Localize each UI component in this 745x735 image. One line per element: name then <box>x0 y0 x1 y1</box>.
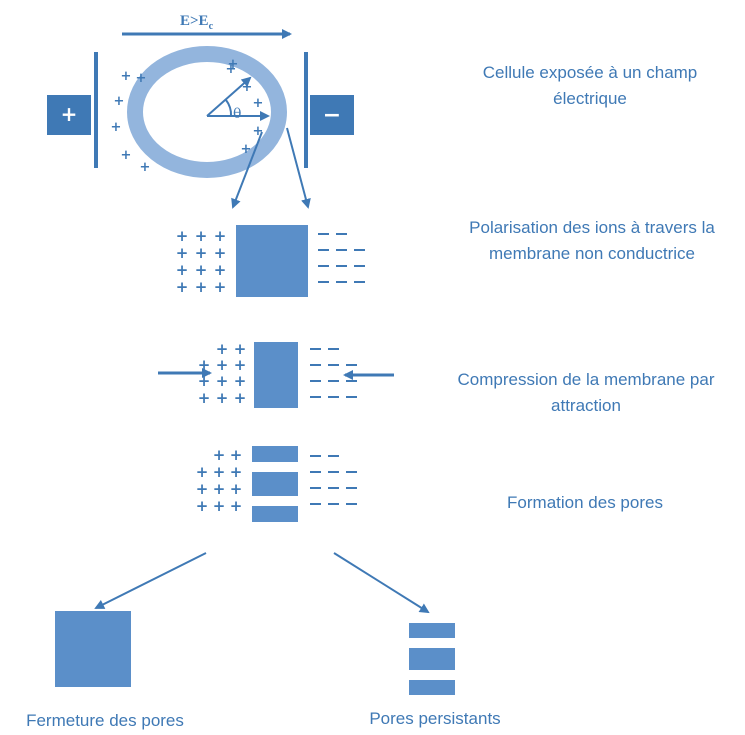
negative-electrode: − <box>304 52 354 168</box>
plus-charge: + <box>198 372 211 390</box>
plus-charge: + <box>111 120 122 135</box>
plus-charge: + <box>216 389 229 407</box>
plus-charge: + <box>230 463 243 481</box>
cell-charges: ++++++++++++ <box>111 57 264 175</box>
plus-charge: + <box>198 389 211 407</box>
plus-charge: + <box>140 160 151 175</box>
plus-charge: + <box>196 497 209 515</box>
positive-ions: ++++++++++++ <box>176 227 227 296</box>
electrode-minus-sign: − <box>323 103 341 128</box>
plus-charge: + <box>121 148 132 163</box>
plus-charge: + <box>121 69 132 84</box>
closed-membrane <box>55 611 131 687</box>
plus-charge: + <box>195 227 208 245</box>
outcome-label-closure: Fermeture des pores <box>26 711 184 730</box>
plus-charge: + <box>195 244 208 262</box>
plus-charge: + <box>234 340 247 358</box>
plus-charge: + <box>216 356 229 374</box>
plus-charge: + <box>195 278 208 296</box>
negative-ions <box>310 348 357 398</box>
electrode-plus-sign: + <box>61 102 78 126</box>
plus-charge: + <box>216 340 229 358</box>
plus-charge: + <box>176 227 189 245</box>
plus-charge: + <box>230 497 243 515</box>
plus-charge: + <box>213 446 226 464</box>
outcome-arrows <box>94 552 430 614</box>
plus-charge: + <box>234 356 247 374</box>
plus-charge: + <box>228 57 239 72</box>
plus-charge: + <box>253 96 264 111</box>
plus-charge: + <box>241 142 252 157</box>
compression-stage: +++++++++++ <box>158 340 394 408</box>
plus-charge: + <box>214 244 227 262</box>
plus-charge: + <box>176 278 189 296</box>
plus-charge: + <box>253 124 264 139</box>
angle-symbol: θ <box>233 106 241 122</box>
membrane-segment <box>252 472 298 496</box>
polarization-stage: ++++++++++++ <box>176 225 365 297</box>
plus-charge: + <box>195 261 208 279</box>
plus-charge: + <box>213 463 226 481</box>
porous-membrane <box>409 623 455 695</box>
membrane-segment <box>252 506 298 522</box>
positive-ions: +++++++++++ <box>196 446 243 515</box>
plus-charge: + <box>214 227 227 245</box>
plus-charge: + <box>213 480 226 498</box>
plus-charge: + <box>226 62 237 77</box>
negative-ions <box>310 455 357 505</box>
membrane-block <box>236 225 308 297</box>
plus-charge: + <box>196 480 209 498</box>
plus-charge: + <box>216 372 229 390</box>
compressed-membrane-block <box>254 342 298 408</box>
field-label: E>Ec <box>180 13 214 32</box>
cell-membrane <box>127 46 287 178</box>
outcome-label-persistent: Pores persistants <box>369 709 501 728</box>
negative-ions <box>318 233 365 283</box>
plus-charge: + <box>213 497 226 515</box>
plus-charge: + <box>196 463 209 481</box>
step-label-pores: Formation des pores <box>507 493 663 512</box>
plus-charge: + <box>242 80 253 95</box>
plus-charge: + <box>176 244 189 262</box>
plus-charge: + <box>214 261 227 279</box>
plus-charge: + <box>176 261 189 279</box>
plus-charge: + <box>136 71 147 86</box>
plus-charge: + <box>234 372 247 390</box>
plus-charge: + <box>234 389 247 407</box>
pore-formation-stage: +++++++++++ <box>196 446 357 522</box>
plus-charge: + <box>214 278 227 296</box>
positive-electrode: + <box>47 52 98 168</box>
plus-charge: + <box>230 480 243 498</box>
membrane-segment <box>252 446 298 462</box>
zoom-arrows <box>231 127 311 209</box>
plus-charge: + <box>230 446 243 464</box>
plus-charge: + <box>114 94 125 109</box>
radius-vectors <box>206 76 270 121</box>
